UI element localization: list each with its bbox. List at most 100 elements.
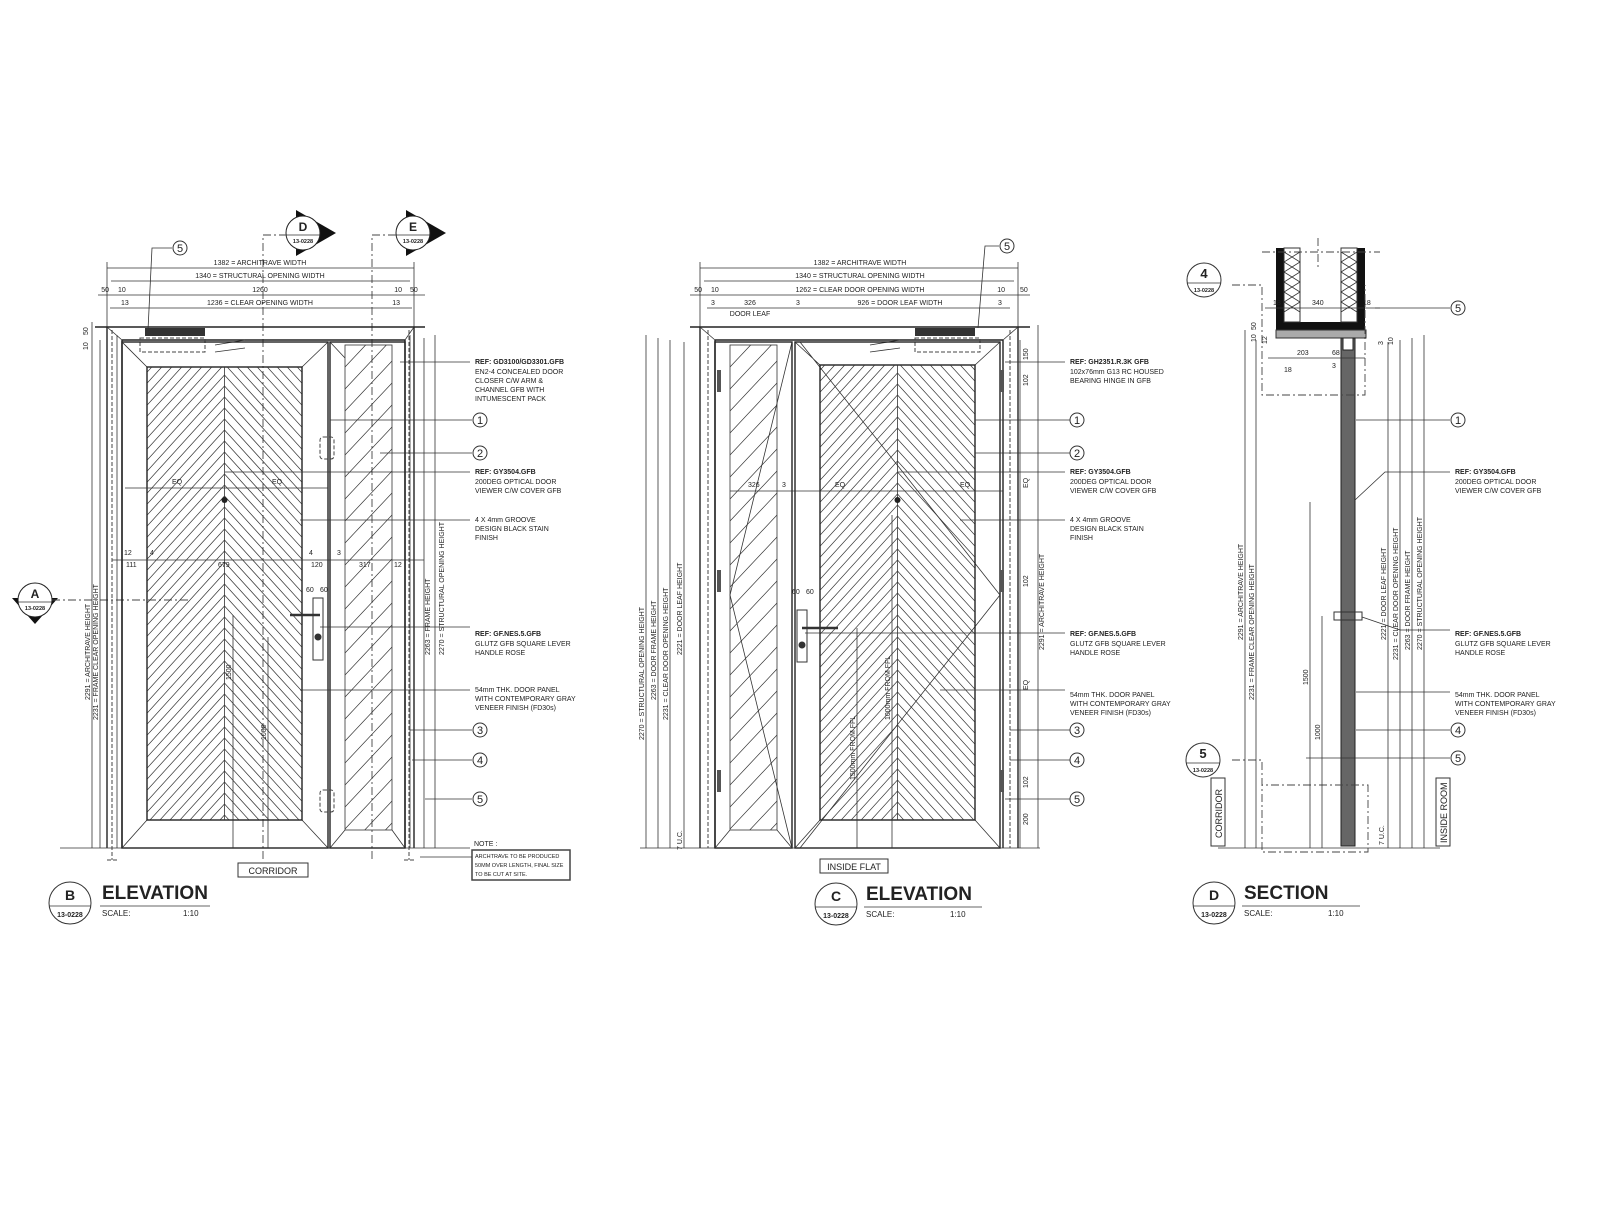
svg-text:1382 = ARCHITRAVE WIDTH: 1382 = ARCHITRAVE WIDTH: [214, 260, 307, 267]
grain-line: [224, 407, 302, 494]
svg-text:50: 50: [83, 327, 90, 335]
lever-handle[interactable]: [290, 597, 324, 661]
grain-line: [147, 517, 225, 604]
grain-line: [897, 449, 975, 536]
svg-text:DOOR LEAF: DOOR LEAF: [730, 311, 770, 318]
grain-line: [730, 536, 777, 588]
svg-text:C: C: [831, 888, 841, 904]
grain-line: [147, 616, 225, 703]
grain-line: [730, 345, 752, 368]
side-marker-a[interactable]: A 13-0228: [12, 582, 190, 624]
top-dimensions: 18 340 18 203 68 3 18 10 50 12 3 10: [1251, 300, 1395, 374]
grain-line: [820, 636, 898, 723]
grain-line: [224, 429, 302, 516]
svg-text:2: 2: [1074, 448, 1080, 460]
detail-marker-4[interactable]: 4 13-0228: [1186, 262, 1222, 298]
marker-sheet: 13-0228: [293, 239, 313, 245]
grain-line: [897, 603, 975, 690]
grain-line: [870, 790, 898, 820]
grain-line: [820, 647, 898, 734]
svg-text:2: 2: [477, 448, 483, 460]
lever-handle[interactable]: [796, 609, 838, 663]
svg-text:111: 111: [126, 562, 137, 569]
svg-text:INTUMESCENT PACK: INTUMESCENT PACK: [475, 396, 546, 403]
grain-line: [224, 759, 280, 820]
side-door-leaf: [329, 341, 406, 849]
svg-text:HANDLE ROSE: HANDLE ROSE: [1455, 650, 1506, 657]
svg-text:3: 3: [337, 550, 341, 557]
svg-text:5: 5: [1074, 794, 1080, 806]
svg-text:1: 1: [1455, 415, 1461, 427]
section-marker-e[interactable]: E 13-0228: [395, 210, 446, 256]
svg-text:120: 120: [311, 562, 323, 569]
door-viewer-icon: [894, 497, 901, 503]
room-tag-inside-flat: [819, 858, 889, 874]
grain-line: [147, 367, 193, 417]
grain-line: [897, 526, 975, 613]
callouts-b: REF: GD3100/GD3301.GFB EN2-4 CONCEALED D…: [147, 240, 576, 807]
grain-line: [147, 572, 225, 659]
grain-line: [224, 396, 302, 483]
lever-handle-section[interactable]: [1333, 611, 1363, 621]
svg-text:VIEWER C/W COVER GFB: VIEWER C/W COVER GFB: [1070, 488, 1157, 495]
svg-text:4: 4: [150, 550, 154, 557]
svg-text:4 X 4mm GROOVE: 4 X 4mm GROOVE: [1070, 517, 1131, 524]
vertical-dimensions: 2270 = STRUCTURAL OPENING HEIGHT 2263 = …: [639, 335, 685, 850]
svg-text:1500mm FROM FFL: 1500mm FROM FFL: [850, 716, 857, 780]
grain-line: [860, 779, 898, 820]
right-dimensions: 150 102 EQ 102 EQ 102 200 2291 = ARCHITR…: [1019, 325, 1046, 848]
svg-text:50: 50: [1251, 322, 1258, 330]
grain-line: [897, 669, 975, 756]
grain-line: [224, 715, 302, 802]
grain-line: [820, 427, 898, 514]
grain-line: [224, 495, 302, 582]
svg-text:1500: 1500: [226, 664, 233, 680]
svg-text:REF: GY3504.GFB: REF: GY3504.GFB: [1455, 469, 1516, 476]
grain-line: [820, 365, 856, 404]
grain-line: [820, 460, 898, 547]
grain-line: [820, 526, 898, 613]
detail-marker-5[interactable]: 5 13-0228: [1185, 742, 1221, 778]
svg-text:1:10: 1:10: [1328, 909, 1344, 918]
grain-line: [345, 778, 392, 830]
grain-line: [897, 427, 975, 514]
grain-line: [147, 418, 225, 505]
grain-line: [749, 800, 777, 830]
svg-text:3: 3: [998, 300, 1002, 307]
svg-text:200DEG OPTICAL DOOR: 200DEG OPTICAL DOOR: [475, 479, 556, 486]
svg-text:EN2-4 CONCEALED DOOR: EN2-4 CONCEALED DOOR: [475, 369, 563, 376]
grain-line: [147, 539, 225, 626]
grain-line: [820, 372, 898, 459]
door-viewer-icon: [221, 497, 228, 503]
svg-text:REF: GF.NES.5.GFB: REF: GF.NES.5.GFB: [1070, 631, 1136, 638]
svg-text:13-0228: 13-0228: [1201, 912, 1227, 919]
grain-line: [224, 627, 302, 714]
callouts-d: 5 1 REF: GY3504.GFB 200DEG OPTICAL DOOR …: [1306, 300, 1556, 766]
top-dimensions: 1382 = ARCHITRAVE WIDTH 1340 = STRUCTURA…: [83, 260, 425, 350]
vertical-dimensions: 2291 = ARCHITRAVE HEIGHT 2231 = FRAME CL…: [1218, 330, 1440, 849]
grain-line: [897, 383, 975, 470]
svg-text:7 U.C.: 7 U.C.: [1379, 825, 1386, 845]
door-leaf-section: [1340, 337, 1356, 847]
grain-line: [897, 735, 975, 820]
grain-line: [209, 803, 225, 820]
grain-line: [224, 671, 302, 758]
grain-line: [147, 649, 225, 736]
svg-text:REF: GD3100/GD3301.GFB: REF: GD3100/GD3301.GFB: [475, 359, 564, 366]
svg-text:BEARING HINGE IN GFB: BEARING HINGE IN GFB: [1070, 378, 1151, 385]
section-marker-d[interactable]: D 13-0228: [285, 210, 336, 256]
svg-text:3: 3: [796, 300, 800, 307]
grain-line: [730, 690, 777, 742]
grain-line: [897, 636, 975, 723]
grain-line: [949, 365, 975, 393]
grain-line: [345, 580, 392, 632]
svg-text:13: 13: [392, 300, 400, 307]
grain-line: [224, 506, 302, 593]
svg-text:SCALE:: SCALE:: [1244, 909, 1272, 918]
svg-text:WITH CONTEMPORARY GRAY: WITH CONTEMPORARY GRAY: [1070, 701, 1171, 708]
grain-line: [730, 558, 777, 610]
grain-line: [224, 770, 270, 820]
svg-text:200DEG OPTICAL DOOR: 200DEG OPTICAL DOOR: [1455, 479, 1536, 486]
grain-line: [224, 451, 302, 538]
